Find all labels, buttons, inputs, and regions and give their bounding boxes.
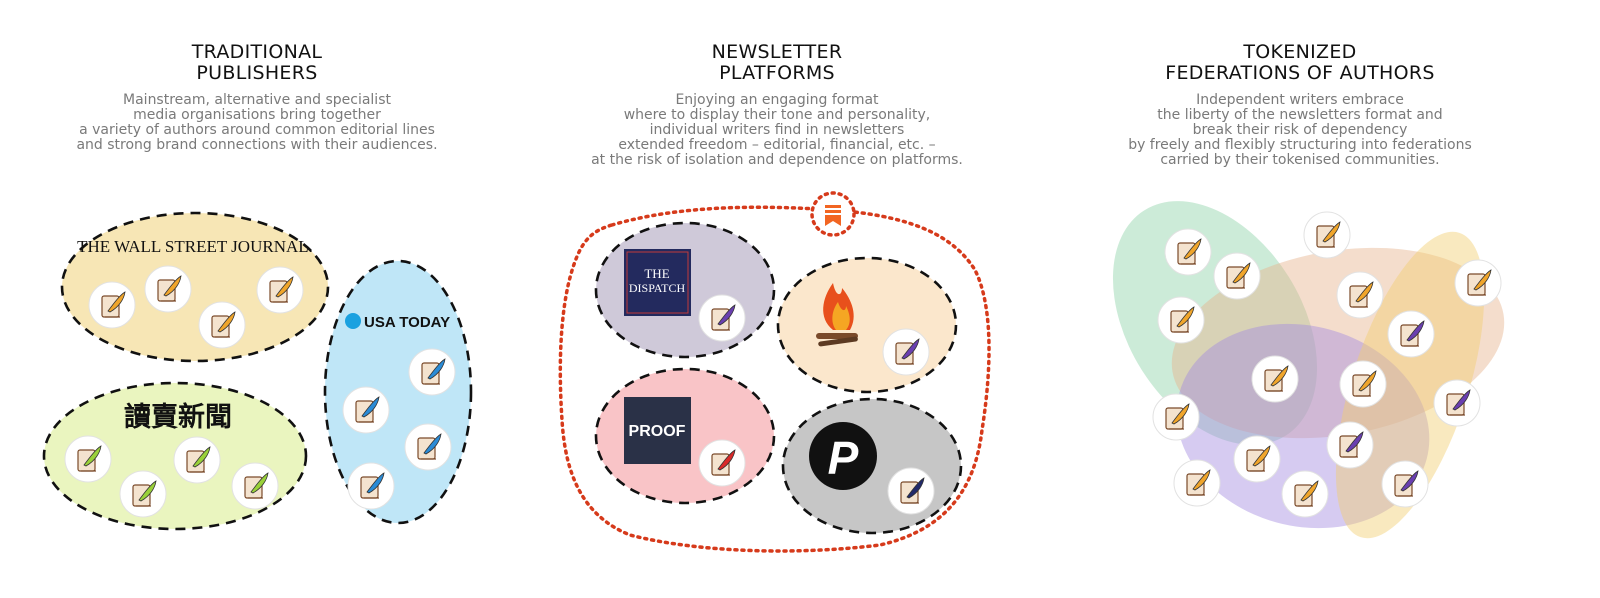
title-line: PUBLISHERS xyxy=(196,62,318,84)
desc-line: Independent writers embrace xyxy=(1196,92,1404,108)
author-token[interactable] xyxy=(1152,393,1200,441)
group-blob xyxy=(323,259,473,525)
usatoday-group: USA TODAY xyxy=(323,259,473,525)
desc-line: Enjoying an engaging format xyxy=(675,92,879,108)
dispatch-logo-bg xyxy=(624,249,691,316)
col1-description: Mainstream, alternative and specialist m… xyxy=(57,93,457,153)
author-token[interactable] xyxy=(1336,271,1384,319)
proof-logo-bg xyxy=(624,397,691,464)
col2-description: Enjoying an engaging format where to dis… xyxy=(567,93,987,168)
author-token[interactable] xyxy=(119,470,167,518)
desc-line: a variety of authors around common edito… xyxy=(79,122,435,138)
author-token[interactable] xyxy=(1157,296,1205,344)
author-token[interactable] xyxy=(88,281,136,329)
desc-line: individual writers find in newsletters xyxy=(649,122,905,138)
author-token[interactable] xyxy=(1303,211,1351,259)
desc-line: extended freedom – editorial, financial,… xyxy=(618,137,936,153)
desc-line: Mainstream, alternative and specialist xyxy=(123,92,391,108)
author-token[interactable] xyxy=(1381,460,1429,508)
author-token[interactable] xyxy=(1339,360,1387,408)
proof-group: PROOF xyxy=(594,367,776,505)
desc-line: media organisations bring together xyxy=(133,107,381,123)
author-token[interactable] xyxy=(347,462,395,510)
dispatch-logo-line: THE xyxy=(644,266,669,281)
col3-description: Independent writers embrace the liberty … xyxy=(1100,93,1500,168)
title-line: FEDERATIONS OF AUTHORS xyxy=(1165,62,1435,84)
title-line: TRADITIONAL xyxy=(191,41,323,63)
platform-badge xyxy=(810,191,856,237)
substack-icon[interactable] xyxy=(825,205,841,226)
author-token[interactable] xyxy=(144,265,192,313)
author-token[interactable] xyxy=(342,386,390,434)
author-token[interactable] xyxy=(882,328,930,376)
author-token[interactable] xyxy=(1164,228,1212,276)
col3-title: TOKENIZED FEDERATIONS OF AUTHORS xyxy=(1150,42,1450,84)
author-token[interactable] xyxy=(198,301,246,349)
wsj-group: THE WALL STREET JOURNAL. xyxy=(60,211,330,363)
yomiuri-group: 讀賣新聞 xyxy=(42,381,308,531)
author-token[interactable] xyxy=(698,439,746,487)
title-line: NEWSLETTER xyxy=(711,41,843,63)
group-blob xyxy=(776,256,958,394)
title-line: PLATFORMS xyxy=(719,62,835,84)
p-logo: P xyxy=(828,432,859,484)
author-token[interactable] xyxy=(1213,252,1261,300)
author-token[interactable] xyxy=(1387,310,1435,358)
title-line: TOKENIZED xyxy=(1243,41,1357,63)
group-blob xyxy=(60,211,330,363)
author-token[interactable] xyxy=(173,436,221,484)
author-token[interactable] xyxy=(1233,435,1281,483)
p-logo-bg xyxy=(809,422,877,490)
wsj-logo: THE WALL STREET JOURNAL. xyxy=(77,237,313,256)
author-token[interactable] xyxy=(1433,379,1481,427)
desc-line: where to display their tone and personal… xyxy=(623,107,931,123)
col1-title: TRADITIONAL PUBLISHERS xyxy=(157,42,357,84)
desc-line: and strong brand connections with their … xyxy=(76,137,438,153)
author-token[interactable] xyxy=(1326,421,1374,469)
desc-line: break their risk of dependency xyxy=(1192,122,1408,138)
desc-line: carried by their tokenised communities. xyxy=(1160,152,1440,168)
federation-yellow xyxy=(1335,231,1485,539)
author-token[interactable] xyxy=(1173,459,1221,507)
author-token[interactable] xyxy=(256,266,304,314)
dispatch-logo-line: DISPATCH xyxy=(629,281,686,295)
author-token[interactable] xyxy=(1251,355,1299,403)
author-token[interactable] xyxy=(408,348,456,396)
p-platform-group: P xyxy=(781,397,963,535)
author-token[interactable] xyxy=(1281,470,1329,518)
author-token[interactable] xyxy=(64,435,112,483)
author-token[interactable] xyxy=(404,423,452,471)
dispatch-group: THE DISPATCH xyxy=(594,221,776,359)
newsletter-platform xyxy=(558,191,991,553)
campfire-group xyxy=(776,256,958,394)
author-token[interactable] xyxy=(887,467,935,515)
author-token[interactable] xyxy=(231,462,279,510)
usatoday-dot-icon xyxy=(345,313,361,329)
author-token[interactable] xyxy=(1454,259,1502,307)
author-token[interactable] xyxy=(698,294,746,342)
campfire-icon xyxy=(816,283,858,347)
yomiuri-logo: 讀賣新聞 xyxy=(124,401,232,432)
usatoday-logo: USA TODAY xyxy=(364,314,450,331)
proof-logo: PROOF xyxy=(629,423,686,440)
desc-line: by freely and flexibly structuring into … xyxy=(1128,137,1472,153)
col2-title: NEWSLETTER PLATFORMS xyxy=(677,42,877,84)
desc-line: at the risk of isolation and dependence … xyxy=(591,152,963,168)
federations xyxy=(1112,201,1505,539)
desc-line: the liberty of the newsletters format an… xyxy=(1157,107,1443,123)
